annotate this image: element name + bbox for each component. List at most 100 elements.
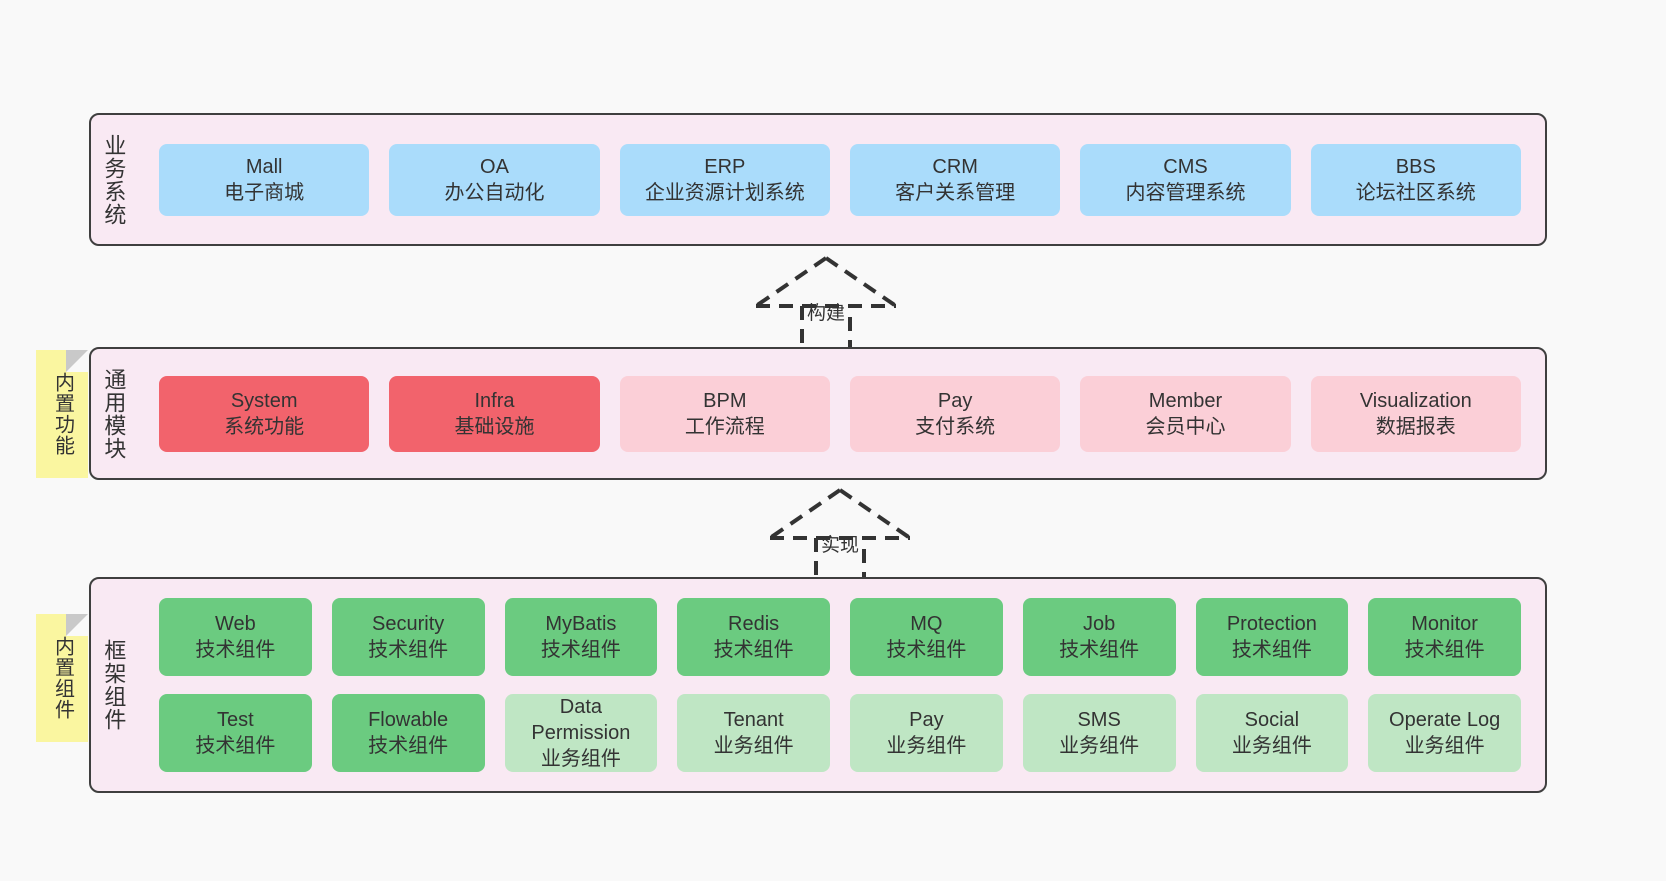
tile-subtitle: 数据报表 (1375, 415, 1456, 438)
sticky-note-label: 内置功能 (51, 372, 74, 456)
layer-framework-components-body: Web 技术组件 Security 技术组件 MyBatis 技术组件 Redi… (135, 579, 1545, 791)
connector-implement-label: 实现 (820, 535, 860, 556)
tile-bbs[interactable]: BBS 论坛社区系统 (1310, 143, 1521, 216)
tile-pay[interactable]: Pay 支付系统 (849, 375, 1061, 452)
tile-cms[interactable]: CMS 内容管理系统 (1080, 143, 1291, 216)
tile-subtitle: 办公自动化 (444, 181, 545, 204)
tile-subtitle: 技术组件 (195, 639, 276, 661)
tile-crm[interactable]: CRM 客户关系管理 (849, 143, 1061, 216)
tile-title: MQ (910, 613, 943, 635)
tile-title: Infra (474, 389, 515, 412)
tile-subtitle: 技术组件 (1231, 639, 1312, 661)
tile-subtitle: 技术组件 (368, 735, 449, 757)
tile-title: Flowable (368, 709, 449, 731)
tile-protection[interactable]: Protection 技术组件 (1195, 598, 1349, 676)
tile-title: BBS (1395, 155, 1436, 178)
tile-title: Test (217, 709, 254, 731)
tile-title: BPM (703, 389, 747, 412)
layer-common-modules-body: System 系统功能 Infra 基础设施 BPM 工作流程 Pay 支付系统… (135, 349, 1545, 478)
layer-common-modules-label: 通用模块 (101, 367, 127, 460)
layer-framework-components: 框架组件 Web 技术组件 Security 技术组件 MyBatis 技术组件… (89, 577, 1547, 793)
tile-subtitle: 工作流程 (684, 415, 765, 438)
tile-data-permission[interactable]: Data Permission 业务组件 (504, 694, 658, 772)
tile-job[interactable]: Job 技术组件 (1022, 598, 1176, 676)
tile-row: Mall 电子商城 OA 办公自动化 ERP 企业资源计划系统 CRM 客户关系… (149, 143, 1531, 216)
tile-row: System 系统功能 Infra 基础设施 BPM 工作流程 Pay 支付系统… (149, 375, 1531, 452)
generalization-arrowhead-icon (754, 256, 898, 308)
tile-subtitle: 论坛社区系统 (1355, 181, 1476, 204)
tile-mq[interactable]: MQ 技术组件 (850, 598, 1003, 676)
tile-flowable[interactable]: Flowable 技术组件 (331, 694, 485, 772)
tile-test[interactable]: Test 技术组件 (159, 694, 312, 772)
tile-title: OA (480, 155, 509, 178)
tile-operate-log[interactable]: Operate Log 业务组件 (1368, 694, 1521, 772)
connector-build-label: 构建 (806, 303, 846, 324)
tile-oa[interactable]: OA 办公自动化 (389, 143, 600, 216)
tile-tenant[interactable]: Tenant 业务组件 (677, 694, 830, 772)
tile-visualization[interactable]: Visualization 数据报表 (1310, 375, 1521, 452)
generalization-arrowhead-icon (768, 488, 912, 540)
tile-subtitle: 客户关系管理 (895, 181, 1016, 204)
tile-subtitle: 业务组件 (1231, 735, 1312, 757)
tile-bpm[interactable]: BPM 工作流程 (619, 375, 830, 452)
tile-title: Pay (937, 389, 973, 412)
tile-security[interactable]: Security 技术组件 (331, 598, 485, 676)
tile-title: Visualization (1359, 389, 1472, 412)
tile-row: Web 技术组件 Security 技术组件 MyBatis 技术组件 Redi… (149, 598, 1531, 676)
tile-system[interactable]: System 系统功能 (159, 375, 370, 452)
tile-sms[interactable]: SMS 业务组件 (1022, 694, 1176, 772)
tile-infra[interactable]: Infra 基础设施 (389, 375, 600, 452)
tile-title: Monitor (1411, 613, 1478, 635)
tile-monitor[interactable]: Monitor 技术组件 (1368, 598, 1521, 676)
tile-pay-business[interactable]: Pay 业务组件 (850, 694, 1003, 772)
connector-build: 构建 (736, 252, 916, 358)
tile-title: Web (214, 613, 256, 635)
layer-framework-components-label: 框架组件 (101, 639, 127, 731)
tile-title: Mall (245, 155, 283, 178)
tile-title: System (230, 389, 298, 412)
tile-subtitle: 技术组件 (1059, 639, 1140, 661)
sticky-note-builtin-component: 内置组件 (36, 614, 88, 742)
tile-subtitle: 技术组件 (713, 639, 794, 661)
tile-title: Tenant (723, 709, 784, 731)
tile-title: SMS (1077, 709, 1121, 731)
tile-subtitle: 技术组件 (1404, 639, 1485, 661)
tile-subtitle: 支付系统 (915, 415, 996, 438)
tile-subtitle: 企业资源计划系统 (644, 181, 805, 204)
sticky-note-builtin-function: 内置功能 (36, 350, 88, 478)
tile-title: CMS (1163, 155, 1208, 178)
tile-subtitle: 业务组件 (1404, 735, 1485, 757)
tile-row: Test 技术组件 Flowable 技术组件 Data Permission … (149, 694, 1531, 772)
tile-title: Protection (1226, 613, 1317, 635)
tile-title: CRM (932, 155, 978, 178)
tile-title: Operate Log (1389, 709, 1501, 731)
tile-web[interactable]: Web 技术组件 (159, 598, 312, 676)
tile-mybatis[interactable]: MyBatis 技术组件 (504, 598, 658, 676)
tile-subtitle: 业务组件 (713, 735, 794, 757)
tile-title: Data Permission (531, 696, 631, 744)
tile-title: MyBatis (545, 613, 617, 635)
layer-business-systems-label: 业务系统 (101, 133, 127, 226)
sticky-note-label: 内置组件 (51, 636, 74, 720)
tile-subtitle: 技术组件 (368, 639, 449, 661)
tile-subtitle: 内容管理系统 (1125, 181, 1246, 204)
tile-subtitle: 技术组件 (540, 639, 621, 661)
layer-business-systems: 业务系统 Mall 电子商城 OA 办公自动化 ERP 企业资源计划系统 CRM… (89, 113, 1547, 246)
tile-erp[interactable]: ERP 企业资源计划系统 (619, 143, 830, 216)
layer-common-modules: 通用模块 System 系统功能 Infra 基础设施 BPM 工作流程 Pay… (89, 347, 1547, 480)
tile-mall[interactable]: Mall 电子商城 (159, 143, 370, 216)
tile-member[interactable]: Member 会员中心 (1080, 375, 1291, 452)
tile-redis[interactable]: Redis 技术组件 (677, 598, 830, 676)
tile-social[interactable]: Social 业务组件 (1195, 694, 1349, 772)
tile-subtitle: 技术组件 (886, 639, 967, 661)
tile-subtitle: 技术组件 (195, 735, 276, 757)
tile-subtitle: 系统功能 (224, 415, 305, 438)
tile-title: Redis (728, 613, 780, 635)
tile-subtitle: 会员中心 (1145, 415, 1226, 438)
tile-subtitle: 业务组件 (1059, 735, 1140, 757)
tile-title: Job (1083, 613, 1116, 635)
layer-business-systems-body: Mall 电子商城 OA 办公自动化 ERP 企业资源计划系统 CRM 客户关系… (135, 115, 1545, 244)
tile-subtitle: 业务组件 (886, 735, 967, 757)
tile-title: Social (1244, 709, 1300, 731)
tile-title: ERP (704, 155, 746, 178)
